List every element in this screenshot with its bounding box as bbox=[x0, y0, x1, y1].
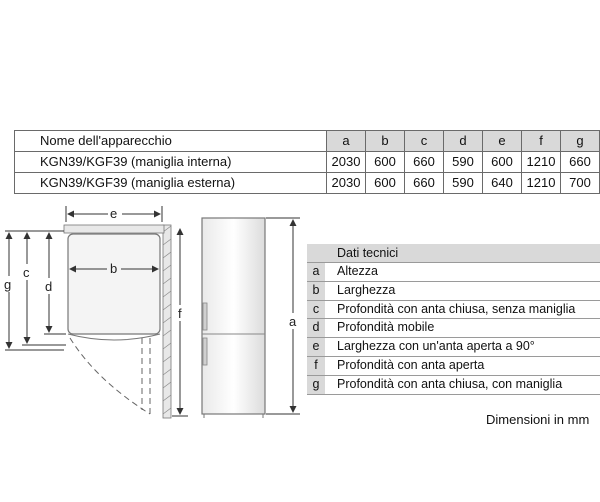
legend-letter: b bbox=[307, 281, 325, 300]
legend-item: e Larghezza con un'anta aperta a 90° bbox=[307, 338, 600, 357]
label-c: c bbox=[23, 265, 30, 280]
legend-item: c Profondità con anta chiusa, senza mani… bbox=[307, 300, 600, 320]
row-name: KGN39/KGF39 (maniglia interna) bbox=[14, 151, 327, 173]
header-name: Nome dell'apparecchio bbox=[14, 130, 327, 152]
cell-b: 600 bbox=[365, 151, 405, 173]
table-row: KGN39/KGF39 (maniglia interna) 2030 600 … bbox=[14, 151, 600, 173]
cell-b: 600 bbox=[365, 172, 405, 194]
cell-g: 660 bbox=[560, 151, 600, 173]
legend-text: Profondità mobile bbox=[337, 320, 435, 335]
legend-text: Profondità con anta aperta bbox=[337, 357, 485, 372]
label-g: g bbox=[4, 277, 11, 292]
technical-data-legend: Dati tecnici a Altezza b Larghezza c Pro… bbox=[307, 244, 600, 395]
legend-letter: f bbox=[307, 356, 325, 375]
dimension-lines bbox=[5, 206, 300, 417]
legend-item: b Larghezza bbox=[307, 281, 600, 301]
legend-item: f Profondità con anta aperta bbox=[307, 356, 600, 376]
fridge-front-view bbox=[201, 217, 266, 418]
legend-item: d Profondità mobile bbox=[307, 319, 600, 339]
label-b: b bbox=[110, 261, 117, 276]
header-col-d: d bbox=[443, 130, 483, 152]
legend-letter: c bbox=[307, 300, 325, 319]
legend-letter: a bbox=[307, 263, 325, 281]
legend-letter: g bbox=[307, 375, 325, 394]
label-f: f bbox=[178, 306, 182, 321]
row-name: KGN39/KGF39 (maniglia esterna) bbox=[14, 172, 327, 194]
label-a: a bbox=[289, 314, 297, 329]
legend-text: Altezza bbox=[337, 264, 378, 278]
cell-a: 2030 bbox=[326, 172, 366, 194]
legend-text: Profondità con anta chiusa, senza manigl… bbox=[337, 301, 576, 316]
label-e: e bbox=[110, 206, 117, 221]
units-note: Dimensioni in mm bbox=[486, 412, 590, 427]
legend-item: a Altezza bbox=[307, 263, 600, 282]
cell-f: 1210 bbox=[521, 172, 561, 194]
cell-c: 660 bbox=[404, 172, 444, 194]
legend-title: Dati tecnici bbox=[307, 244, 600, 263]
table-header-row: Nome dell'apparecchio a b c d e f g bbox=[14, 130, 600, 152]
legend-text: Larghezza con un'anta aperta a 90° bbox=[337, 339, 535, 354]
cell-e: 640 bbox=[482, 172, 522, 194]
label-d: d bbox=[45, 279, 52, 294]
legend-text: Profondità con anta chiusa, con maniglia bbox=[337, 376, 563, 391]
legend-letter: e bbox=[307, 338, 325, 356]
cell-g: 700 bbox=[560, 172, 600, 194]
legend-text: Larghezza bbox=[337, 282, 396, 297]
wall-section bbox=[63, 224, 172, 419]
fridge-top-view bbox=[67, 233, 161, 415]
dimensions-table: Nome dell'apparecchio a b c d e f g KGN3… bbox=[14, 130, 600, 194]
table-row: KGN39/KGF39 (maniglia esterna) 2030 600 … bbox=[14, 172, 600, 194]
header-col-a: a bbox=[326, 130, 366, 152]
header-col-c: c bbox=[404, 130, 444, 152]
legend-letter: d bbox=[307, 319, 325, 338]
legend-item: g Profondità con anta chiusa, con manigl… bbox=[307, 375, 600, 395]
